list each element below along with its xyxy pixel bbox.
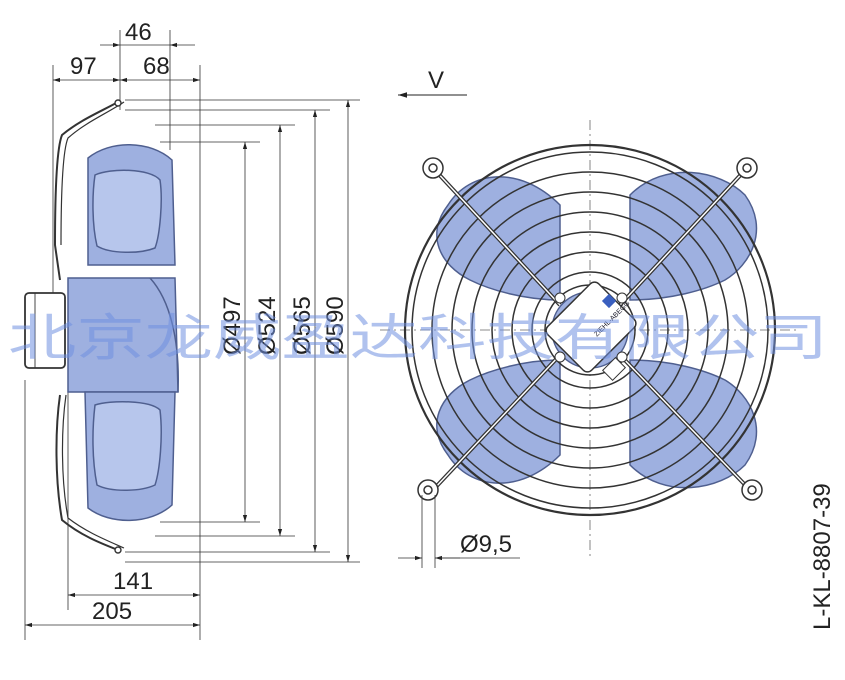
horizontal-dimension-lines xyxy=(25,42,200,628)
side-view xyxy=(24,30,201,640)
terminal-box: ZIEHL-ABEGG xyxy=(545,281,637,382)
dim-68: 68 xyxy=(143,53,170,80)
mounting-struts xyxy=(431,166,752,492)
guard-rings xyxy=(403,143,777,517)
dim-46: 46 xyxy=(125,19,152,46)
drawing-number: L-KL-8807-39 xyxy=(809,483,836,630)
view-label: V xyxy=(428,67,444,94)
dim-205: 205 xyxy=(92,598,132,625)
mounting-feet xyxy=(417,157,763,501)
dim-diameter-565: Ø565 xyxy=(289,296,316,355)
dim-diameter-497: Ø497 xyxy=(219,296,246,355)
dim-hole-diameter: Ø9,5 xyxy=(460,531,512,558)
dim-diameter-524: Ø524 xyxy=(254,296,281,355)
dim-141: 141 xyxy=(113,568,153,595)
view-arrow: V xyxy=(398,67,467,98)
dim-97: 97 xyxy=(70,53,97,80)
watermark-text: 北京龙威盈达科技有限公司 xyxy=(8,309,828,367)
brand-logo-icon xyxy=(601,293,617,309)
diameter-dimension-lines xyxy=(125,99,360,563)
side-view-blades xyxy=(67,144,180,522)
hole-dimension xyxy=(398,495,520,568)
dim-diameter-590: Ø590 xyxy=(322,296,349,355)
